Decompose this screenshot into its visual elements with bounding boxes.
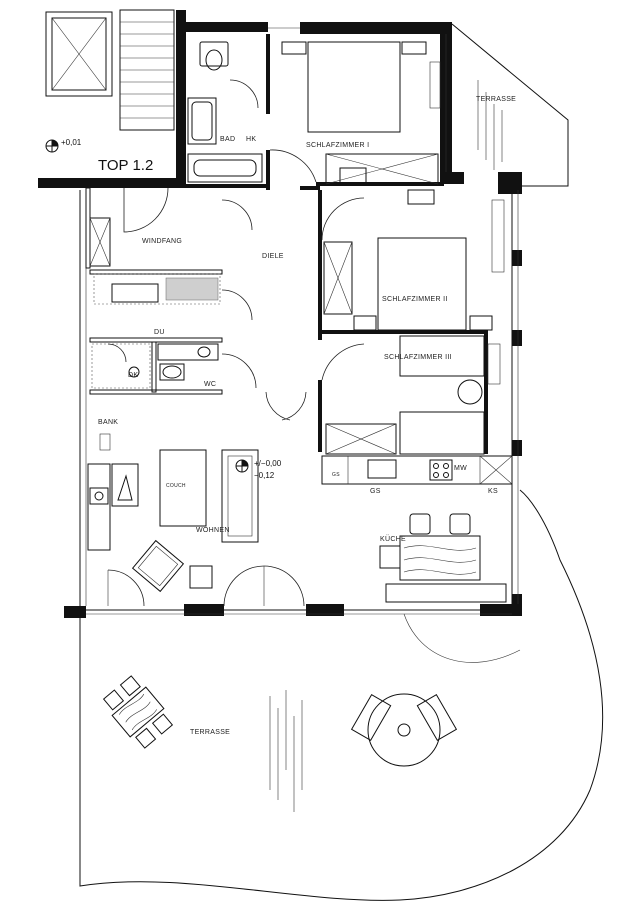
- room-label-windfang: WINDFANG: [142, 238, 182, 245]
- room-label-schlafzimmer-1: SCHLAFZIMMER I: [306, 142, 369, 149]
- room-label-terrasse-bottom: TERRASSE: [190, 729, 230, 736]
- unit-label: TOP 1.2: [98, 157, 153, 174]
- terrace-bottom: TERRASSE: [79, 489, 604, 901]
- exterior-walls: [38, 10, 522, 618]
- level-living-bottom: −0,12: [254, 471, 275, 480]
- windfang: WINDFANG: [89, 187, 182, 267]
- label-couch: COUCH: [166, 483, 186, 489]
- bedroom-1: SCHLAFZIMMER I: [269, 41, 441, 205]
- level-marker-entrance: +0,01: [45, 138, 82, 153]
- kitchen: GS GS MW KS KÜCHE: [321, 455, 513, 603]
- room-label-bad: BAD: [220, 136, 235, 143]
- room-label-dk: DK: [128, 372, 138, 379]
- label-gs-small: GS: [332, 472, 340, 478]
- level-entrance: +0,01: [61, 138, 82, 147]
- wc-room: WC: [157, 343, 257, 389]
- room-label-diele: DIELE: [262, 253, 284, 260]
- room-label-wohnen: WOHNEN: [196, 527, 230, 534]
- diele: DIELE: [221, 199, 284, 321]
- room-label-terrasse-right: TERRASSE: [476, 96, 516, 103]
- staircase: [119, 9, 175, 131]
- window-lines: [79, 27, 519, 615]
- room-label-bank: BANK: [98, 419, 118, 426]
- room-label-kueche: KÜCHE: [380, 535, 406, 543]
- label-ks: KS: [488, 488, 498, 495]
- room-label-wc: WC: [204, 381, 216, 388]
- living-room: +/−0,00 −0,12 BANK COUCH WOHNEN: [87, 391, 307, 607]
- room-label-schlafzimmer-2: SCHLAFZIMMER II: [382, 296, 448, 303]
- shower: DU DK: [91, 329, 165, 389]
- room-label-hk: HK: [246, 136, 256, 143]
- elevator-shaft: [45, 11, 113, 97]
- level-living-top: +/−0,00: [254, 459, 282, 468]
- storage-closets: [93, 273, 221, 305]
- bedroom-2: SCHLAFZIMMER II: [321, 197, 505, 331]
- bedroom-3: SCHLAFZIMMER III: [321, 335, 501, 455]
- label-mw: MW: [454, 465, 467, 472]
- room-label-du: DU: [154, 329, 165, 336]
- label-gs: GS: [370, 488, 381, 495]
- terrace-right: TERRASSE: [451, 23, 569, 187]
- bathroom: BAD HK: [187, 41, 263, 183]
- room-label-schlafzimmer-3: SCHLAFZIMMER III: [384, 354, 452, 361]
